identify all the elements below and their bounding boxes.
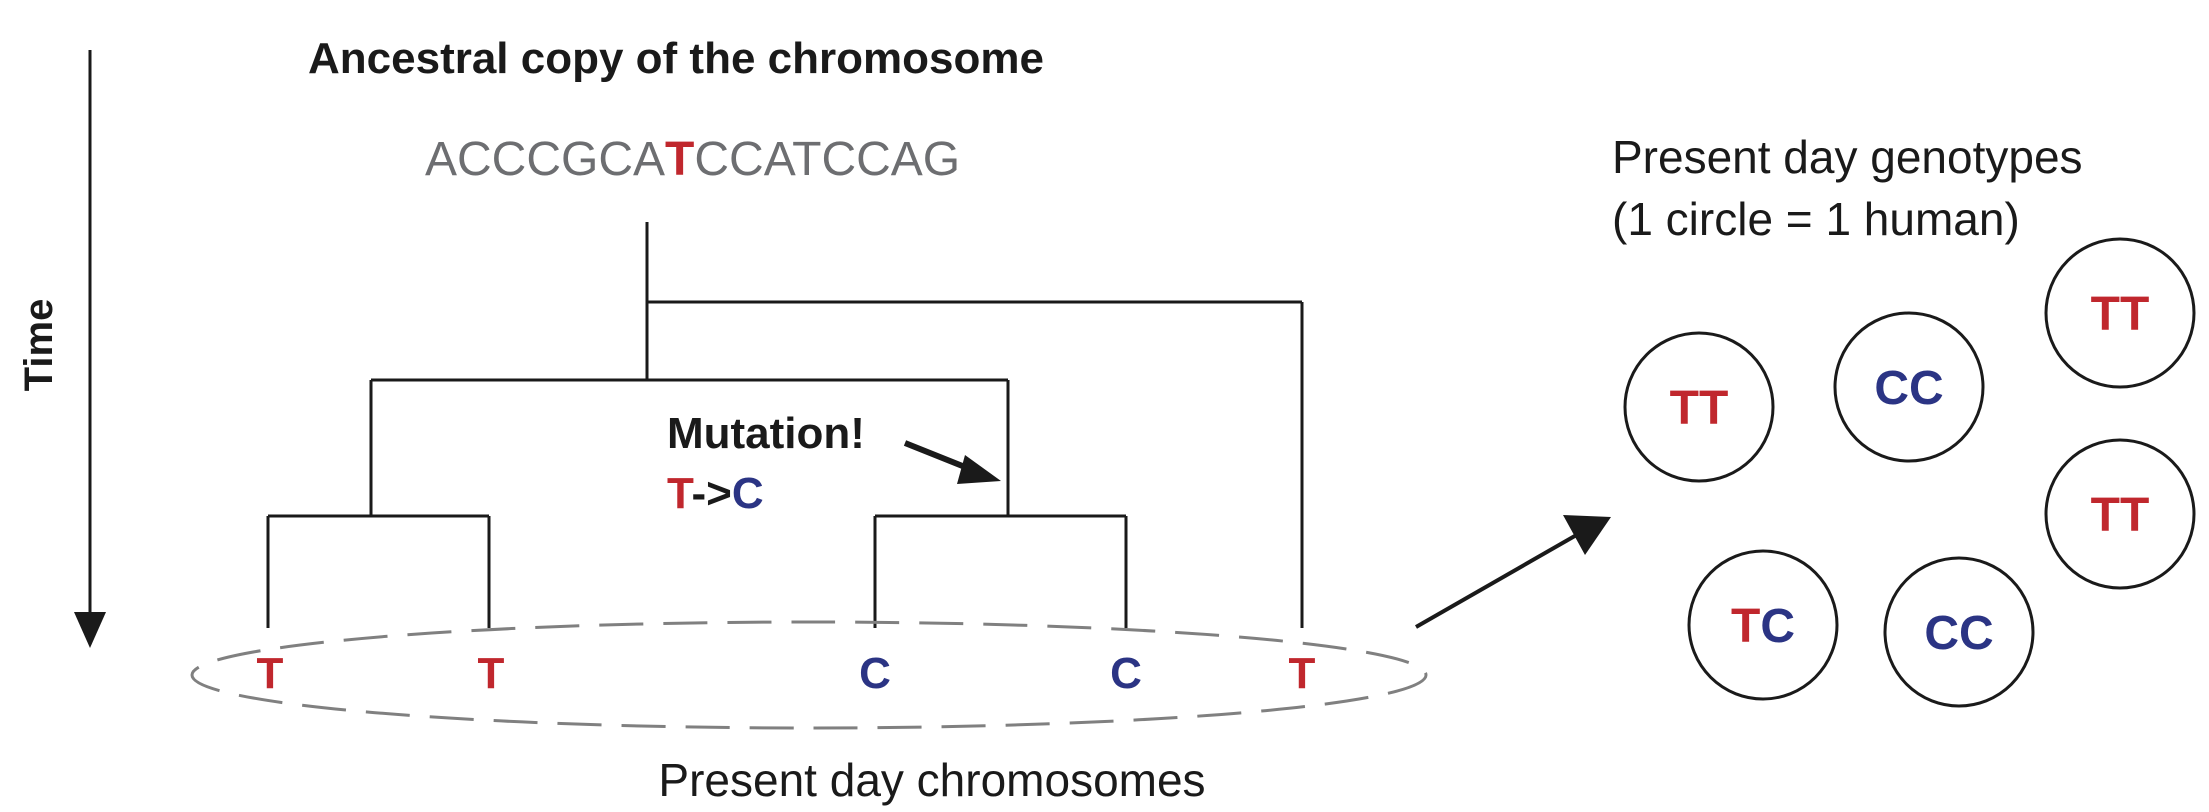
svg-text:TT: TT bbox=[1670, 382, 1729, 435]
genotype-circle: TC bbox=[1687, 549, 1839, 701]
mutation-arrow-icon bbox=[903, 440, 1001, 484]
genotype-circle: TT bbox=[2044, 237, 2196, 389]
genotype-allele-b: T bbox=[1699, 382, 1728, 435]
leaf-allele: T bbox=[1289, 649, 1316, 698]
genotype-allele-a: T bbox=[2091, 288, 2120, 341]
time-axis: Time bbox=[17, 50, 106, 648]
leaf-allele: T bbox=[257, 649, 284, 698]
genotype-allele-b: T bbox=[2120, 489, 2149, 542]
genotype-allele-a: T bbox=[2091, 489, 2120, 542]
genotype-allele-b: T bbox=[2120, 288, 2149, 341]
leaf-allele: C bbox=[859, 649, 891, 698]
leaf-allele: C bbox=[1110, 649, 1142, 698]
genotype-allele-a: C bbox=[1874, 362, 1909, 415]
ancestral-sequence: ACCCGCATCCATCCAG bbox=[425, 133, 960, 186]
leaf-alleles: T T C C T bbox=[257, 649, 1316, 698]
to-genotypes-arrow-icon bbox=[1415, 515, 1611, 629]
leaf-allele: T bbox=[478, 649, 505, 698]
genotype-circle: TT bbox=[1623, 331, 1775, 483]
present-chromosomes-ellipse bbox=[190, 620, 1428, 730]
mutation-change: T->C bbox=[667, 469, 764, 518]
svg-text:CC: CC bbox=[1924, 607, 1993, 660]
mutation-label: Mutation! bbox=[667, 409, 865, 458]
time-label: Time bbox=[17, 299, 61, 392]
svg-text:TT: TT bbox=[2091, 489, 2150, 542]
genotype-allele-a: T bbox=[1670, 382, 1699, 435]
mutation-arrow-text: -> bbox=[691, 469, 731, 518]
mutation-from: T bbox=[667, 469, 694, 518]
genealogy-tree bbox=[266, 222, 1304, 628]
genotype-allele-a: C bbox=[1924, 607, 1959, 660]
genotype-allele-b: C bbox=[1959, 607, 1994, 660]
genotype-allele-b: C bbox=[1909, 362, 1944, 415]
time-arrowhead-icon bbox=[74, 612, 106, 648]
genotype-allele-b: C bbox=[1760, 600, 1795, 653]
genotype-circle: TT bbox=[2044, 438, 2196, 590]
svg-text:TT: TT bbox=[2091, 288, 2150, 341]
genotype-allele-a: T bbox=[1731, 600, 1760, 653]
sequence-highlight: T bbox=[665, 133, 694, 186]
sequence-suffix: CCATCCAG bbox=[694, 133, 960, 186]
present-chromosomes-label: Present day chromosomes bbox=[658, 754, 1205, 806]
sequence-prefix: ACCCGCA bbox=[425, 133, 665, 186]
genotypes-title-line1: Present day genotypes bbox=[1612, 131, 2083, 183]
genotypes-title-line2: (1 circle = 1 human) bbox=[1612, 193, 2020, 245]
genotype-circle: CC bbox=[1883, 556, 2035, 708]
ancestral-title: Ancestral copy of the chromosome bbox=[308, 34, 1044, 83]
genotype-circles: TT CC TT TT TC CC bbox=[1623, 237, 2196, 708]
svg-text:CC: CC bbox=[1874, 362, 1943, 415]
svg-text:TC: TC bbox=[1731, 600, 1795, 653]
genotype-circle: CC bbox=[1833, 311, 1985, 463]
mutation-to: C bbox=[732, 469, 764, 518]
